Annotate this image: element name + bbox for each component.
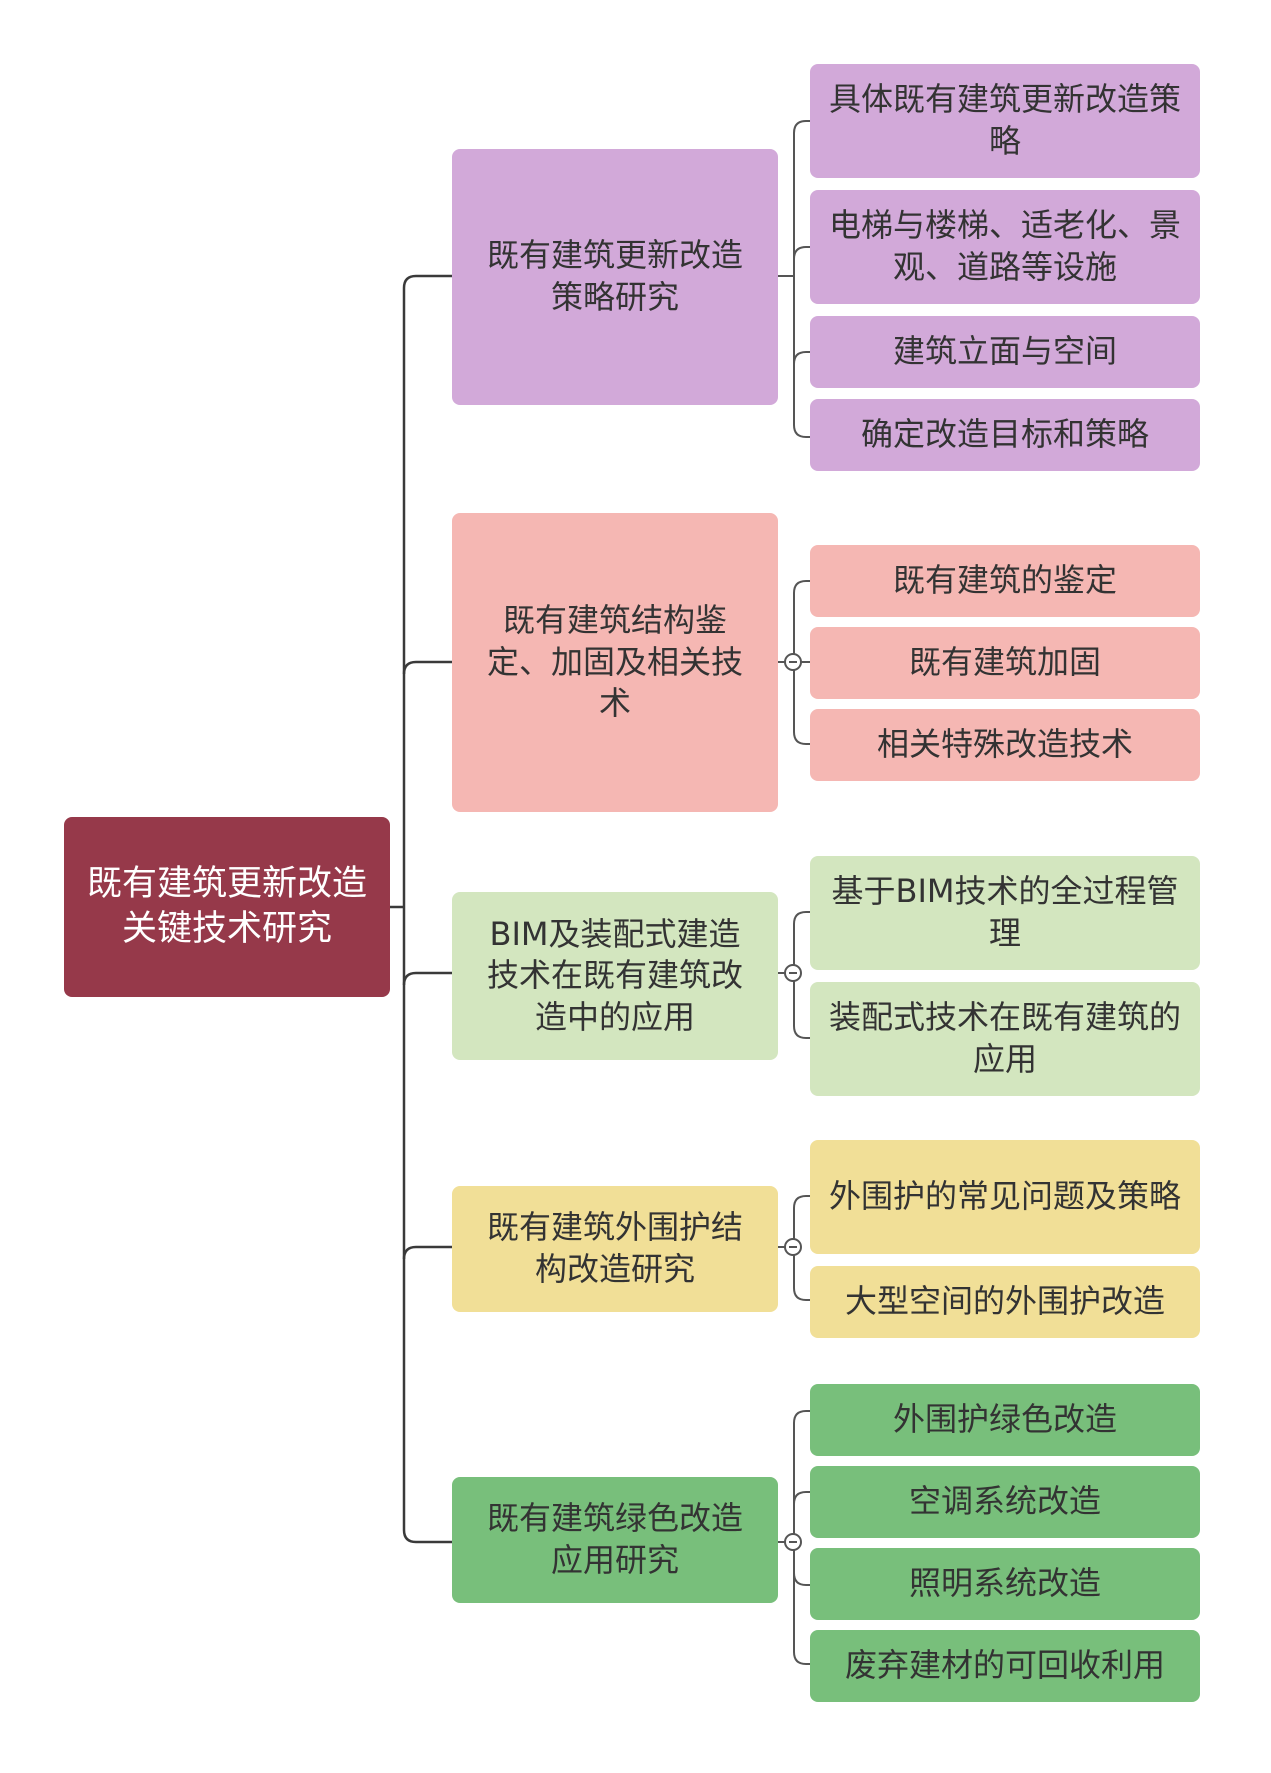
leaf-label: 既有建筑加固	[908, 643, 1101, 682]
leaf-label: 大型空间的外围护改造	[844, 1282, 1165, 1321]
leaf-label: 电梯与楼梯、适老化、景观、道路等设施	[828, 206, 1181, 286]
branch-envelope[interactable]: 既有建筑外围护结构改造研究	[452, 1186, 778, 1312]
leaf-label: 外围护绿色改造	[892, 1400, 1117, 1439]
leaf-label: 建筑立面与空间	[892, 332, 1117, 371]
leaf-specific-strategy[interactable]: 具体既有建筑更新改造策略	[810, 64, 1200, 178]
branch-bim-prefab[interactable]: BIM及装配式建造技术在既有建筑改造中的应用	[452, 892, 778, 1060]
collapse-toggle-icon[interactable]	[784, 964, 802, 982]
leaf-label: 照明系统改造	[908, 1564, 1101, 1603]
leaf-lighting[interactable]: 照明系统改造	[810, 1548, 1200, 1620]
branch-label: 既有建筑绿色改造应用研究	[486, 1499, 743, 1579]
leaf-label: 装配式技术在既有建筑的应用	[828, 998, 1181, 1078]
leaf-material-recycling[interactable]: 废弃建材的可回收利用	[810, 1630, 1200, 1702]
branch-label: 既有建筑结构鉴定、加固及相关技术	[486, 601, 743, 723]
branch-label: BIM及装配式建造技术在既有建筑改造中的应用	[486, 914, 743, 1036]
leaf-label: 空调系统改造	[908, 1482, 1101, 1521]
branch-green-renovation[interactable]: 既有建筑绿色改造应用研究	[452, 1477, 778, 1603]
branch-structural-appraisal[interactable]: 既有建筑结构鉴定、加固及相关技术	[452, 513, 778, 812]
leaf-hvac[interactable]: 空调系统改造	[810, 1466, 1200, 1538]
branch-renovation-strategy[interactable]: 既有建筑更新改造策略研究	[452, 149, 778, 405]
leaf-label: 基于BIM技术的全过程管理	[831, 872, 1179, 952]
leaf-envelope-problems[interactable]: 外围护的常见问题及策略	[810, 1140, 1200, 1254]
branch-label: 既有建筑外围护结构改造研究	[486, 1208, 743, 1288]
leaf-green-envelope[interactable]: 外围护绿色改造	[810, 1384, 1200, 1456]
leaf-label: 废弃建材的可回收利用	[844, 1646, 1165, 1685]
leaf-goals-strategy[interactable]: 确定改造目标和策略	[810, 399, 1200, 471]
leaf-large-space-envelope[interactable]: 大型空间的外围护改造	[810, 1266, 1200, 1338]
leaf-facade-space[interactable]: 建筑立面与空间	[810, 316, 1200, 388]
leaf-appraisal[interactable]: 既有建筑的鉴定	[810, 545, 1200, 617]
leaf-label: 具体既有建筑更新改造策略	[828, 80, 1181, 160]
root-label: 既有建筑更新改造关键技术研究	[86, 863, 367, 950]
leaf-bim-management[interactable]: 基于BIM技术的全过程管理	[810, 856, 1200, 970]
leaf-label: 确定改造目标和策略	[860, 415, 1149, 454]
leaf-label: 相关特殊改造技术	[876, 725, 1133, 764]
leaf-label: 既有建筑的鉴定	[892, 561, 1117, 600]
leaf-reinforcement[interactable]: 既有建筑加固	[810, 627, 1200, 699]
leaf-prefab-application[interactable]: 装配式技术在既有建筑的应用	[810, 982, 1200, 1096]
collapse-toggle-icon[interactable]	[784, 1238, 802, 1256]
root-node[interactable]: 既有建筑更新改造关键技术研究	[64, 817, 390, 997]
collapse-toggle-icon[interactable]	[784, 1533, 802, 1551]
leaf-elevator-facilities[interactable]: 电梯与楼梯、适老化、景观、道路等设施	[810, 190, 1200, 304]
leaf-label: 外围护的常见问题及策略	[828, 1177, 1181, 1216]
leaf-special-techniques[interactable]: 相关特殊改造技术	[810, 709, 1200, 781]
collapse-toggle-icon[interactable]	[784, 653, 802, 671]
branch-label: 既有建筑更新改造策略研究	[486, 236, 743, 316]
